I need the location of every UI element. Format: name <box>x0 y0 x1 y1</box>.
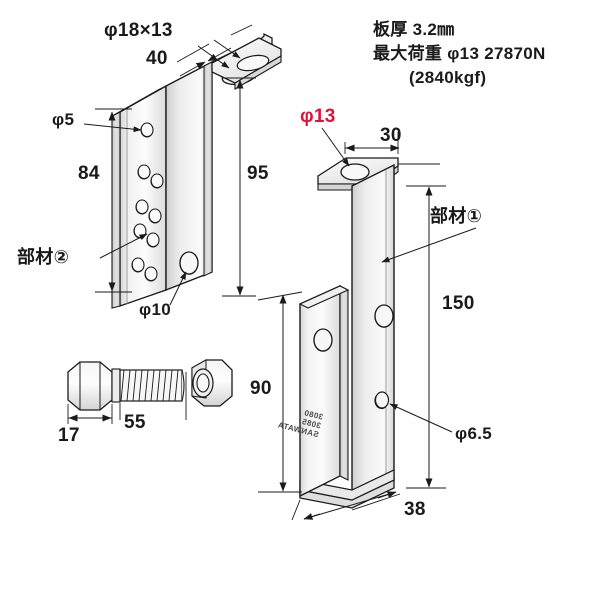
label-front-plate-90: 90 <box>250 378 272 399</box>
spec-max-load: 最大荷重 φ13 27870N <box>373 44 546 63</box>
right-bracket-part1 <box>298 157 399 509</box>
bolt-dimensions <box>67 372 187 424</box>
label-slot-18x13: φ18×13 <box>104 20 173 41</box>
label-width-40: 40 <box>146 48 168 69</box>
label-part-1: 部材① <box>430 206 483 226</box>
bolt-thread <box>119 369 185 402</box>
right-back-plate <box>351 163 395 502</box>
left-top-plate <box>211 37 282 90</box>
hex-bolt <box>67 361 185 411</box>
label-part-2: 部材② <box>17 247 70 267</box>
label-phi5: φ5 <box>52 110 75 129</box>
label-phi6-5: φ6.5 <box>455 424 492 443</box>
label-height-150: 150 <box>442 293 475 314</box>
spec-plate-thickness: 板厚 3.2㎜ <box>373 20 455 39</box>
label-pitch-84: 84 <box>78 163 100 184</box>
label-phi13: φ13 <box>300 106 336 127</box>
hex-nut <box>191 359 233 407</box>
right-front-plate <box>298 284 350 498</box>
label-bolt-length-55: 55 <box>124 412 146 433</box>
right-dimensions <box>257 127 477 521</box>
left-dimensions <box>83 24 256 306</box>
small-hole-group <box>131 122 164 282</box>
label-width-30: 30 <box>380 125 402 146</box>
label-phi10: φ10 <box>139 300 171 319</box>
left-perforated-plate <box>111 84 167 309</box>
label-depth-38: 38 <box>404 499 426 520</box>
label-bolt-head-17: 17 <box>58 425 80 446</box>
spec-max-load-kgf: (2840kgf) <box>409 68 487 87</box>
label-height-95: 95 <box>247 163 269 184</box>
